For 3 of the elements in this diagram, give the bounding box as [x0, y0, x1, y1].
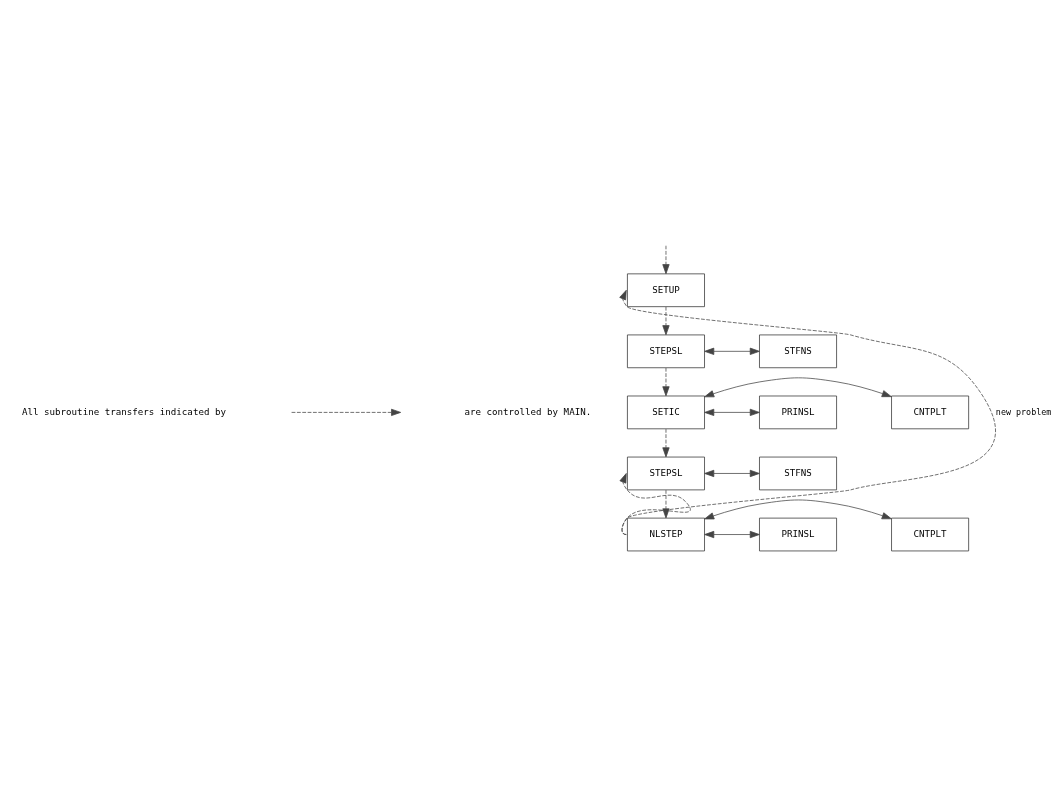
edge-label: new problem — [995, 406, 1052, 417]
label: All subroutine transfers indicated by — [22, 405, 226, 417]
label: are controlled by MAIN. — [464, 405, 592, 417]
